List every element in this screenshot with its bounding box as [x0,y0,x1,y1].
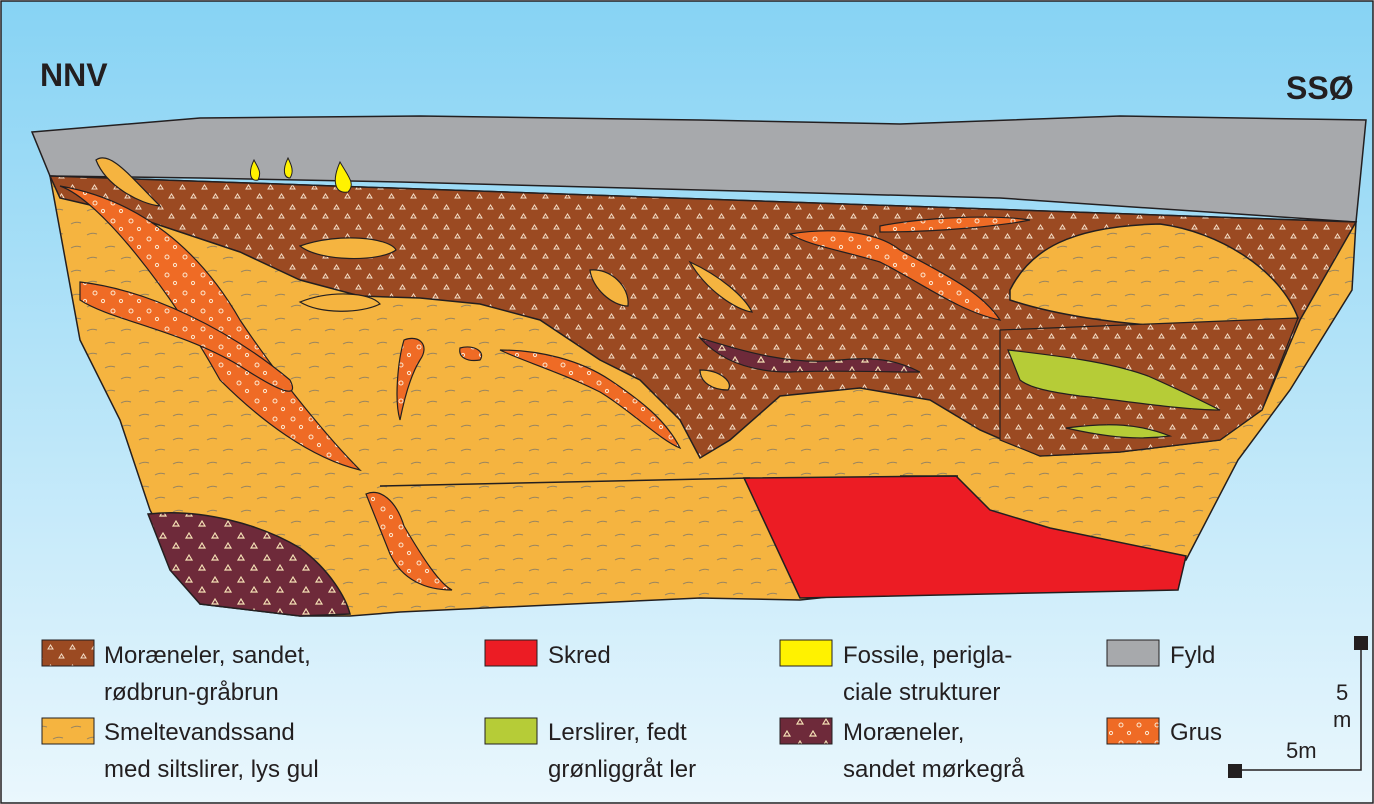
legend-label-lerslirer-2: grønliggråt ler [548,756,696,783]
legend-swatch-moraeneler-moerkegraa [780,718,832,744]
legend-label-moraeneler-roedbrun-2: rødbrun-gråbrun [104,679,279,706]
direction-label-left: NNV [40,57,108,93]
legend-swatch-skred [485,640,537,666]
legend-label-moraeneler-moerkegraa-2: sandet mørkegrå [843,756,1025,783]
scale-vertical-label-2: m [1333,707,1351,732]
legend-swatch-lerslirer [485,718,537,744]
direction-label-right: SSØ [1286,70,1354,106]
legend-label-lerslirer-1: Lerslirer, fedt [548,719,687,746]
legend-label-grus: Grus [1170,719,1222,746]
legend-label-moraeneler-roedbrun-1: Moræneler, sandet, [104,642,311,669]
legend-swatch-smeltevandssand [42,718,94,744]
legend-label-skred: Skred [548,642,611,669]
legend-label-fyld: Fyld [1170,642,1215,669]
legend-swatch-fyld [1107,640,1159,666]
legend-swatch-moraeneler-roedbrun [42,640,94,666]
scale-bar-end-top [1354,636,1368,650]
legend-label-smeltevandssand-2: med siltslirer, lys gul [104,756,319,783]
legend-swatch-grus [1107,718,1159,744]
legend-label-smeltevandssand-1: Smeltevandssand [104,719,295,746]
legend-label-fossile-1: Fossile, perigla- [843,642,1012,669]
legend-label-fossile-2: ciale strukturer [843,679,1000,706]
legend-label-moraeneler-moerkegraa-1: Moræneler, [843,719,964,746]
legend-swatch-fossile [780,640,832,666]
scale-vertical-label-1: 5 [1336,680,1348,705]
scale-horizontal-label: 5m [1286,738,1317,763]
scale-bar-end-left [1228,764,1242,778]
